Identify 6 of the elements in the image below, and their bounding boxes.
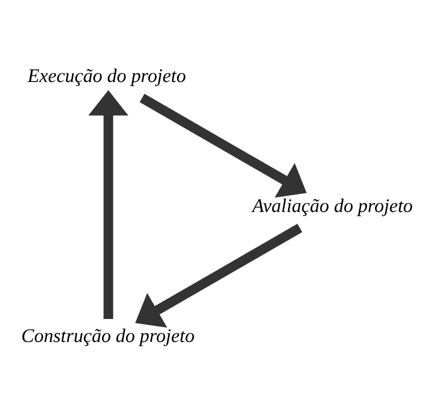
node-text: Execução do projeto xyxy=(28,66,186,87)
arrow xyxy=(140,93,307,198)
node-text: Avaliação do projeto xyxy=(252,196,413,217)
arrow xyxy=(88,90,128,318)
node-text: Construção do projeto xyxy=(21,326,195,347)
arrow xyxy=(135,223,302,328)
